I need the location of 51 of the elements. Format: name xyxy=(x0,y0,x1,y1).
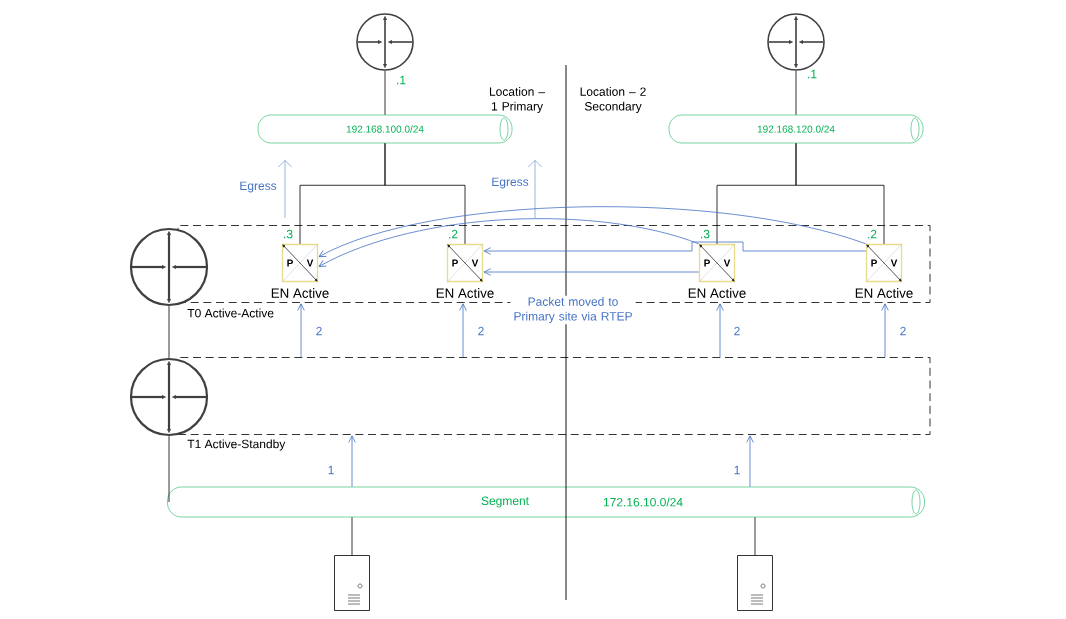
router-icon xyxy=(767,13,825,71)
network-pipe: 192.168.120.0/24 xyxy=(668,114,924,144)
connector xyxy=(795,70,797,116)
text-label: Location – 1 Primary xyxy=(489,87,545,113)
connector xyxy=(384,142,466,245)
edge-label: 2 xyxy=(316,326,322,336)
connector xyxy=(318,206,867,258)
connector xyxy=(297,303,305,358)
text-label: Location – 2 Secondary xyxy=(580,87,646,113)
edge-node-box: P V EN Active xyxy=(271,243,329,298)
connector xyxy=(881,303,889,358)
connector xyxy=(348,435,356,488)
router-icon xyxy=(356,13,414,71)
edge-label: 1 xyxy=(328,465,334,475)
edge-label: 2 xyxy=(900,326,906,336)
connector xyxy=(754,516,756,556)
edge-label: .1 xyxy=(808,69,817,79)
edge-label: 2 xyxy=(478,326,484,336)
connector xyxy=(483,241,867,255)
connector xyxy=(351,516,353,556)
edge-node-box: P V EN Active xyxy=(855,243,913,298)
text-label: Egress xyxy=(240,181,277,193)
connector xyxy=(168,435,170,503)
edge-label: 1 xyxy=(734,465,740,475)
connector xyxy=(483,268,700,276)
node-label: T1 Active-Standby xyxy=(187,439,286,451)
connector xyxy=(795,142,885,245)
address-label: .3 xyxy=(284,229,293,239)
edge-node-box: P V EN Active xyxy=(688,243,746,298)
router-icon xyxy=(129,357,209,437)
address-label: .2 xyxy=(449,229,458,239)
network-pipe: 192.168.100.0/24 xyxy=(257,114,513,144)
address-label: .3 xyxy=(701,229,710,239)
connector xyxy=(318,218,700,267)
edge-node-box: P V EN Active xyxy=(436,243,494,298)
router-icon xyxy=(129,227,209,307)
server-icon xyxy=(334,555,370,611)
text-label: Packet moved to Primary site via RTEP xyxy=(510,295,636,325)
network-pipe: Segment 172.16.10.0/24 xyxy=(167,486,925,518)
edge-label: .1 xyxy=(397,75,406,85)
dashed-zone: T1 Active-Standby xyxy=(177,357,931,451)
connector xyxy=(459,303,467,358)
address-label: .2 xyxy=(868,229,877,239)
connector xyxy=(746,435,754,488)
connector xyxy=(384,70,386,116)
text-label: Egress xyxy=(492,177,529,189)
node-label: T0 Active-Active xyxy=(187,308,274,318)
connector xyxy=(716,303,724,358)
connector xyxy=(168,305,170,359)
server-icon xyxy=(737,555,773,611)
edge-label: 2 xyxy=(734,326,740,336)
